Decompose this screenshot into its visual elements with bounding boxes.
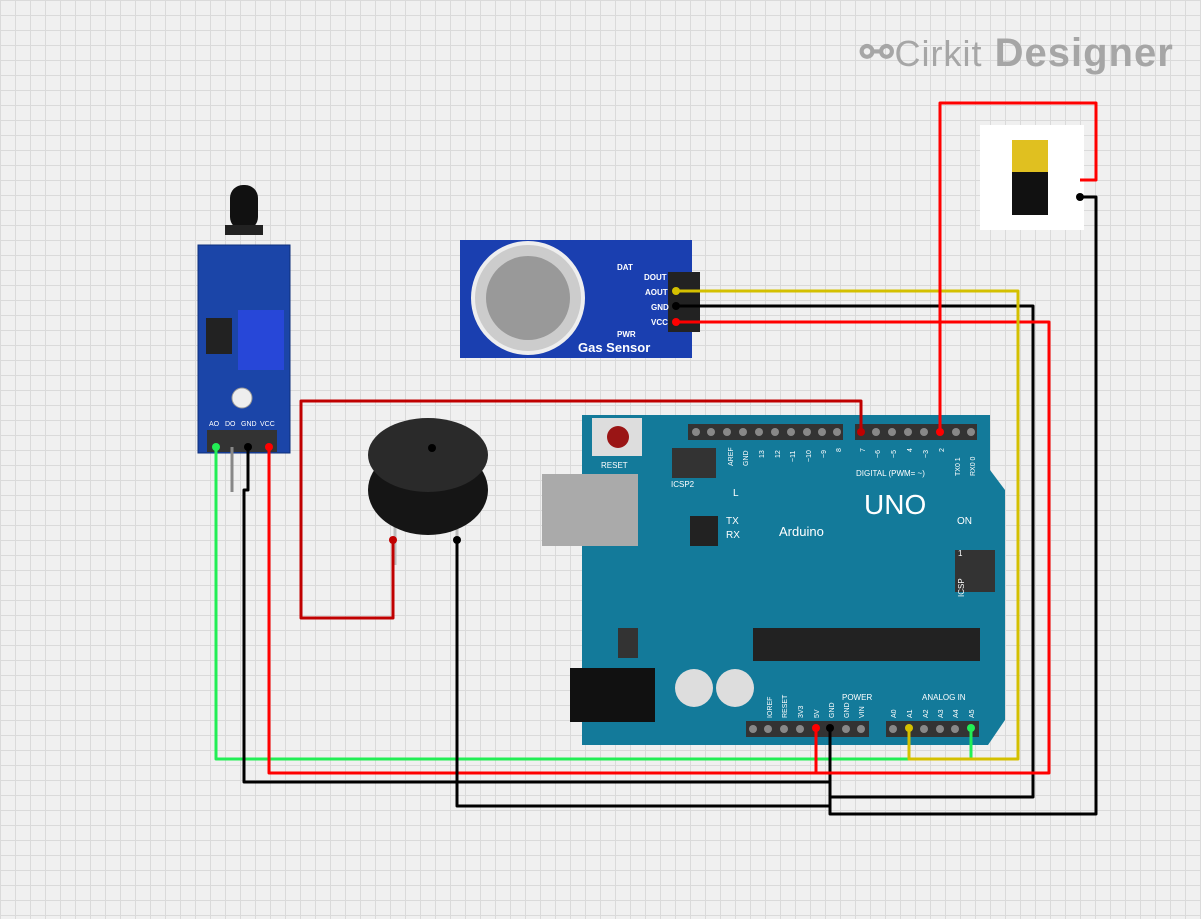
pin-a0: A0: [891, 709, 898, 718]
pin-label-gnd: GND: [651, 303, 669, 312]
wire-red-vcc-5v[interactable]: [267, 447, 818, 775]
power-label: POWER: [842, 693, 872, 702]
icsp2-label: ICSP2: [671, 480, 695, 489]
wire-green-ao-a5[interactable]: [214, 447, 973, 761]
pin-3v3: 3V3: [798, 705, 805, 718]
pin-10: ~10: [806, 450, 813, 462]
gas-sensor[interactable]: DAT DOUT AOUT GND VCC PWR Gas Sensor: [460, 240, 700, 358]
buzzer[interactable]: [368, 418, 488, 565]
reset-label: RESET: [601, 461, 628, 470]
pin-label-gnd: GND: [241, 421, 257, 428]
pin-6: ~6: [875, 450, 882, 458]
arduino-model: UNO: [864, 489, 926, 520]
pin-a3: A3: [938, 709, 945, 718]
wire-red-gas-vcc[interactable]: [676, 320, 1051, 775]
pin-5: ~5: [891, 450, 898, 458]
icsp-label: ICSP: [957, 578, 966, 597]
wire-red-pin2-pump[interactable]: [938, 101, 1098, 432]
wire-yellow-aout-a1[interactable]: [676, 289, 1020, 761]
pin-a5: A5: [969, 709, 976, 718]
cirkit-designer-logo: ⚯Cirkit Designer: [860, 31, 1174, 75]
pin-8: 8: [836, 448, 843, 452]
water-pump[interactable]: [980, 125, 1084, 230]
led-on-label: ON: [957, 516, 972, 527]
pin-a4: A4: [953, 709, 960, 718]
pin-label-ao: AO: [209, 421, 220, 428]
wire-darkred-pin7-buzzer[interactable]: [299, 399, 863, 620]
led-label-pwr: PWR: [617, 330, 636, 339]
pin-label-vcc: VCC: [651, 318, 668, 327]
led-label-dat: DAT: [617, 263, 633, 272]
wire-black-pump-gnd[interactable]: [828, 195, 1098, 816]
flame-sensor[interactable]: AO DO GND VCC: [197, 185, 291, 492]
pin-9: ~9: [821, 450, 828, 458]
pin-label-vcc: VCC: [260, 421, 275, 428]
pin-3: ~3: [923, 450, 930, 458]
pin-7: 7: [860, 448, 867, 452]
gas-sensor-title: Gas Sensor: [578, 340, 650, 355]
led-l-label: L: [733, 488, 739, 499]
pin-2: 2: [939, 448, 946, 452]
analog-label: ANALOG IN: [922, 693, 966, 702]
pin-gnd2: GND: [844, 702, 851, 718]
pin-13: 13: [759, 450, 766, 458]
wire-black-buzzer-gnd[interactable]: [455, 540, 830, 808]
pin-4: 4: [907, 448, 914, 452]
pin-reset: RESET: [782, 694, 789, 718]
wire-black-gas-gnd[interactable]: [676, 304, 1035, 799]
pin-vin: VIN: [859, 706, 866, 718]
pin-ioref: IOREF: [767, 697, 774, 718]
digital-label: DIGITAL (PWM= ~): [856, 469, 925, 478]
pin-gnd: GND: [743, 450, 750, 466]
pin-label-dout: DOUT: [644, 273, 667, 282]
led-rx-label: RX: [726, 530, 740, 541]
pin-rx0: RX0 0: [970, 456, 977, 476]
pin-a2: A2: [923, 709, 930, 718]
arduino-uno[interactable]: RESET ICSP2 DIGITAL (PWM= ~) L TX RX ON …: [542, 415, 1005, 745]
pin-gnd1: GND: [829, 702, 836, 718]
pin-5v: 5V: [814, 709, 821, 718]
logo-icon: ⚯: [860, 31, 895, 75]
pin-11: ~11: [790, 451, 797, 462]
pin-aref: AREF: [728, 447, 735, 466]
led-tx-label: TX: [726, 516, 739, 527]
pin-a1: A1: [907, 709, 914, 718]
pin-tx1: TX0 1: [955, 457, 962, 476]
pin-label-do: DO: [225, 421, 236, 428]
icsp-pin1-label: 1: [958, 549, 963, 558]
pin-12: 12: [775, 450, 782, 458]
arduino-brand: Arduino: [779, 524, 824, 539]
pin-label-aout: AOUT: [645, 288, 668, 297]
